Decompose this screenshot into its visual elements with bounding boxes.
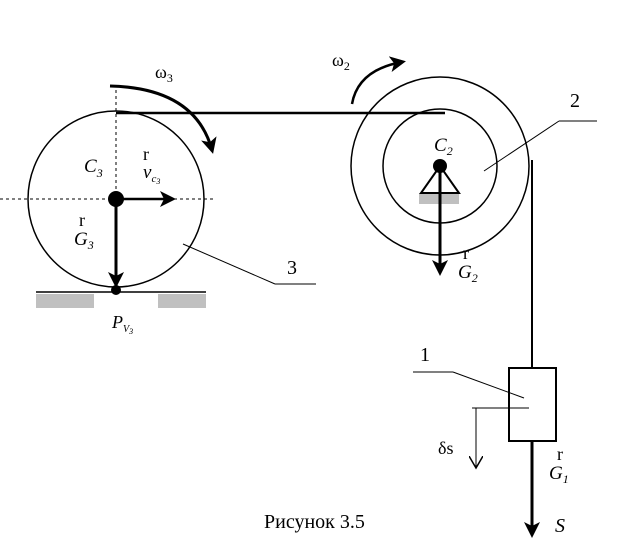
- leader-3: [182, 243, 276, 285]
- g3-label: G3: [74, 229, 94, 252]
- g1-label: G1: [549, 463, 569, 486]
- part-number-3: 3: [287, 257, 297, 279]
- g3-r-mark: r: [79, 210, 85, 230]
- g2-r-mark: r: [463, 243, 469, 263]
- leader-2: [483, 120, 560, 172]
- omega3-label: ω3: [155, 62, 173, 85]
- c2-label: C2: [434, 135, 453, 158]
- part-number-1: 1: [420, 344, 430, 366]
- g2-label: G2: [458, 262, 478, 285]
- omega2-arrow: [350, 56, 406, 105]
- figure-caption: Рисунок 3.5: [264, 511, 365, 533]
- omega3-arrow: [109, 84, 217, 154]
- g1-r-mark: r: [557, 444, 563, 464]
- omega2-label: ω2: [332, 50, 350, 73]
- p-v3-label: PV3: [111, 312, 133, 336]
- vc3-r-mark: r: [143, 144, 149, 164]
- load-1: [508, 367, 557, 442]
- c3-label: C3: [84, 156, 103, 180]
- delta-s-arrow: [472, 407, 529, 468]
- part-number-2: 2: [570, 90, 580, 112]
- wheel-3: [0, 90, 215, 295]
- ground-support: [36, 291, 206, 308]
- vc3-label: vc3: [143, 162, 160, 186]
- delta-s-label: δs: [438, 438, 454, 458]
- leader-1-slope: [452, 371, 525, 399]
- s-label: S: [555, 515, 565, 537]
